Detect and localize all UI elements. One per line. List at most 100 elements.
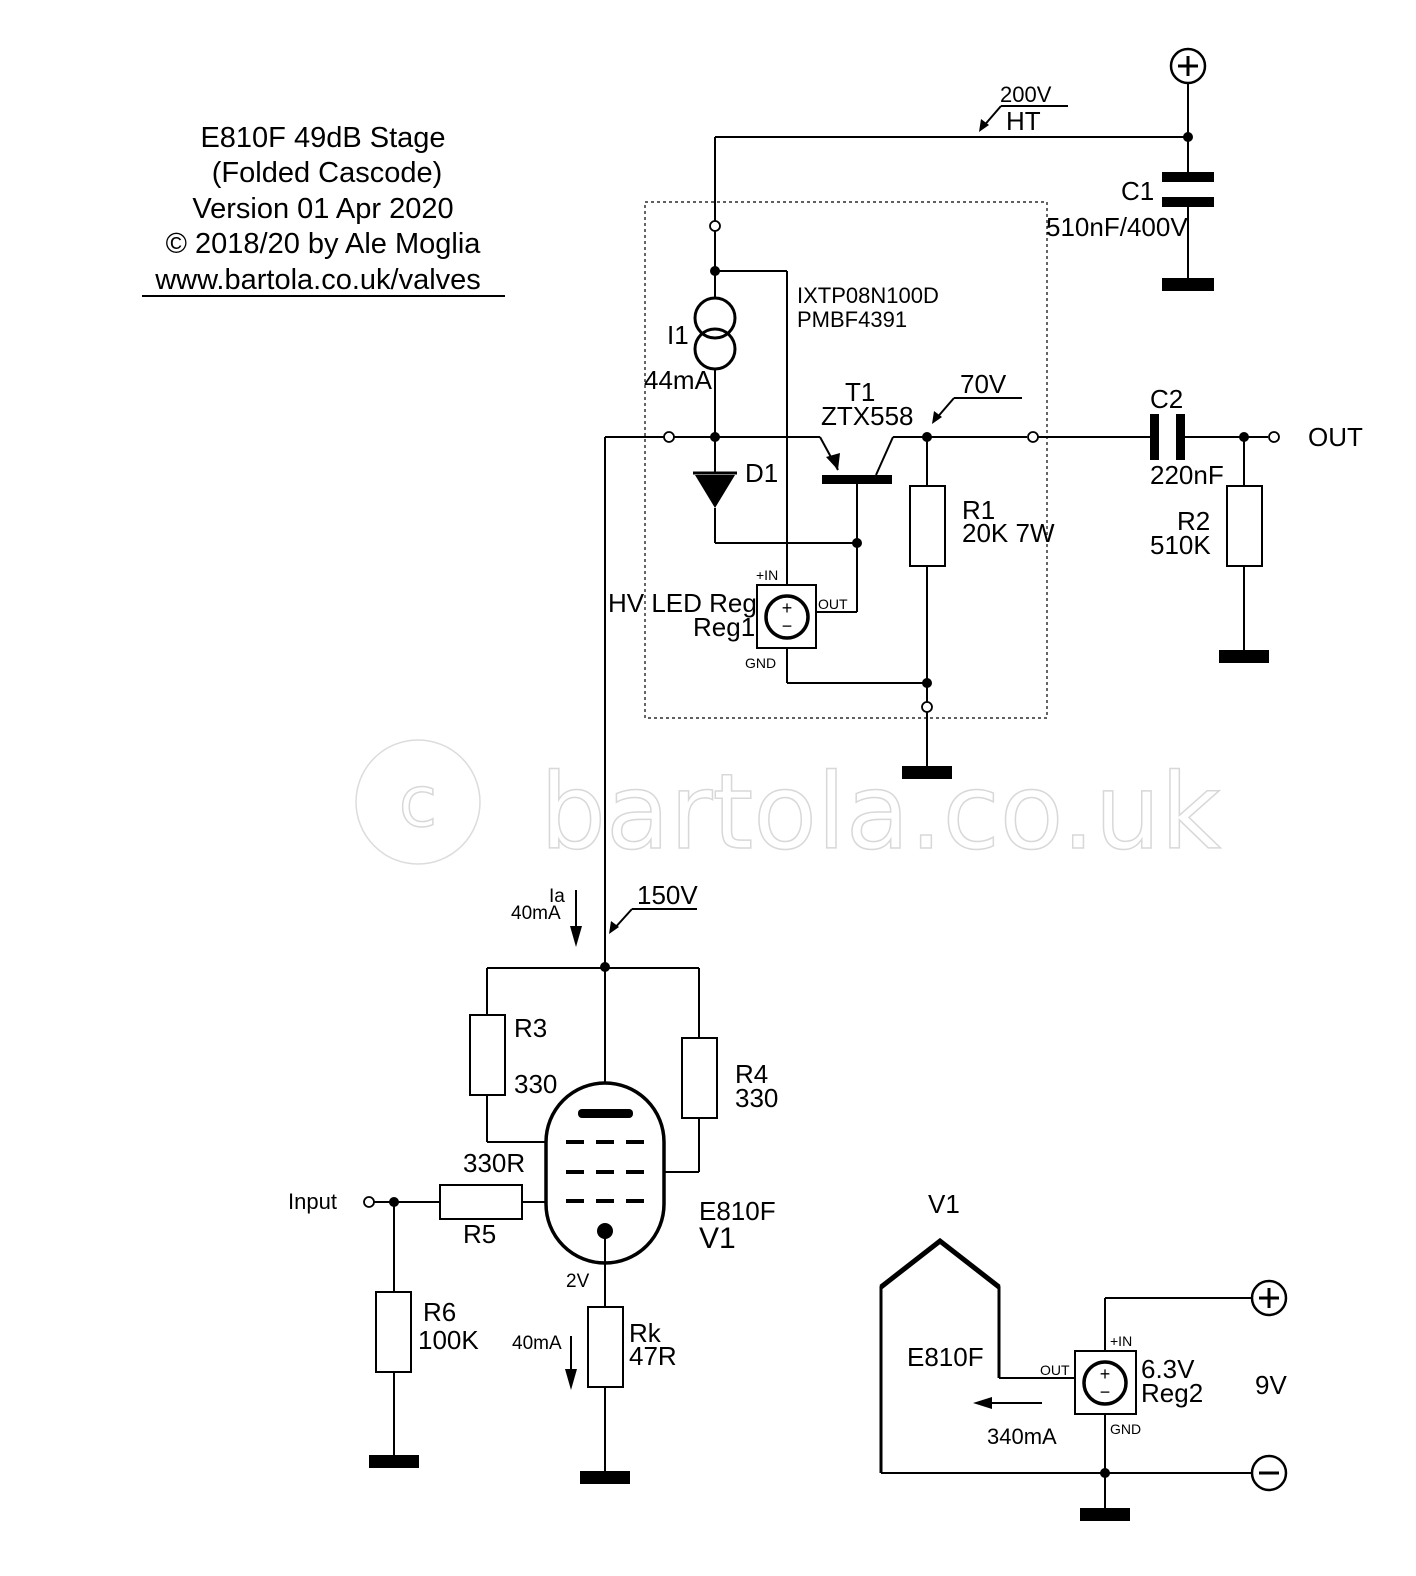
reg1-pin-gnd: GND xyxy=(745,655,776,671)
ht-node xyxy=(1183,132,1193,142)
r6-value: 100K xyxy=(418,1325,479,1355)
title-line-1: E810F 49dB Stage xyxy=(200,122,445,154)
anode-voltage-label: 150V xyxy=(637,880,698,910)
module-output-terminal xyxy=(1027,431,1039,443)
module-ground xyxy=(902,701,952,779)
module-ground-node xyxy=(922,678,932,688)
v1-type: E810F xyxy=(699,1196,776,1226)
d1-ref: D1 xyxy=(745,458,778,488)
c2-value: 220nF xyxy=(1150,460,1224,490)
ground-icon xyxy=(369,1455,419,1468)
ground-icon xyxy=(1162,278,1214,291)
watermark: c bartola.co.uk xyxy=(355,739,1222,874)
reg2-minus-icon: − xyxy=(1100,1382,1111,1402)
anode-node xyxy=(600,962,610,972)
ia-value: 40mA xyxy=(511,903,561,924)
module-input-terminal xyxy=(663,431,675,443)
r5-ref: R5 xyxy=(463,1219,496,1249)
heater-supply: V1 E810F 340mA + − +IN OUT GND 6.3V Reg2… xyxy=(879,1189,1287,1521)
ground-icon xyxy=(1219,650,1269,663)
r2-ref: R2 xyxy=(1177,506,1210,536)
module-ht-terminal xyxy=(709,220,721,232)
ik-value: 40mA xyxy=(512,1333,562,1354)
reg2-pin-gnd: GND xyxy=(1110,1421,1141,1437)
r4-ref: R4 xyxy=(735,1059,768,1089)
reg1-pin-in: +IN xyxy=(756,567,778,583)
input-terminal[interactable] xyxy=(363,1196,375,1208)
r2-value: 510K xyxy=(1150,530,1211,560)
ia-label: Ia xyxy=(549,886,565,907)
cathode-voltage-label: 2V xyxy=(566,1271,590,1292)
rk-ref: Rk xyxy=(629,1318,662,1348)
reg2-value: 6.3V xyxy=(1141,1354,1195,1384)
heater-current-value: 340mA xyxy=(987,1424,1057,1449)
ground-icon xyxy=(1080,1508,1130,1521)
i1-part-2: PMBF4391 xyxy=(797,307,907,332)
output-terminal[interactable] xyxy=(1268,431,1280,443)
rk-value: 47R xyxy=(629,1341,677,1371)
reg1-minus-icon: − xyxy=(782,616,793,636)
ht-voltage-label: 200V xyxy=(1000,82,1052,107)
reg1-plus-icon: + xyxy=(782,598,793,618)
valve-v1: E810F V1 xyxy=(544,1081,776,1307)
reg2-pin-out: OUT xyxy=(1040,1362,1070,1378)
watermark-text: bartola.co.uk xyxy=(540,751,1221,873)
r3-value: 330 xyxy=(514,1069,557,1099)
transistor-t1: T1 ZTX558 xyxy=(817,377,1027,613)
i1-part-1: IXTP08N100D xyxy=(797,283,939,308)
title-line-5: www.bartola.co.uk/valves xyxy=(154,264,481,296)
heater-valve-type: E810F xyxy=(907,1342,984,1372)
i1-value: 44mA xyxy=(644,365,713,395)
c2-ref: C2 xyxy=(1150,384,1183,414)
r1-ref: R1 xyxy=(962,495,995,525)
r4-value: 330 xyxy=(735,1083,778,1113)
c1-value: 510nF/400V xyxy=(1046,212,1188,242)
capacitor-c1: C1 510nF/400V xyxy=(1046,172,1214,291)
heater-current-arrow-icon xyxy=(973,1397,992,1409)
r5-value: 330R xyxy=(463,1148,525,1178)
v1-ref: V1 xyxy=(699,1222,736,1255)
reg2-pin-in: +IN xyxy=(1110,1333,1132,1349)
ht-label: HT xyxy=(1006,106,1041,136)
heater-ground-node xyxy=(1100,1468,1110,1478)
reg1-pin-out: OUT xyxy=(818,596,848,612)
r3-ref: R3 xyxy=(514,1013,547,1043)
resistor-r1: R1 20K 7W xyxy=(909,432,1055,704)
r1-value: 20K 7W xyxy=(962,518,1055,548)
output-section: OUT C2 220nF R2 510K xyxy=(1027,384,1363,663)
r6-ref: R6 xyxy=(423,1297,456,1327)
anode-network: R3 330 R4 330 xyxy=(469,962,778,1173)
c1-ref: C1 xyxy=(1121,176,1154,206)
title-line-2: (Folded Cascode) xyxy=(212,157,443,189)
title-block: E810F 49dB Stage (Folded Cascode) Versio… xyxy=(142,122,505,297)
t1-value: ZTX558 xyxy=(821,401,914,431)
ground-icon xyxy=(580,1471,630,1484)
ht-rail: 200V HT xyxy=(714,47,1207,222)
out-voltage-arrow-icon xyxy=(932,411,942,424)
reg1-name: HV LED Reg xyxy=(608,588,757,618)
heater-supply-voltage: 9V xyxy=(1255,1370,1287,1400)
ground-icon xyxy=(902,766,952,779)
diode-d1: D1 xyxy=(693,437,857,544)
regulator-reg1: + − +IN OUT GND HV LED Reg Reg1 xyxy=(608,567,932,688)
cathode-network: 2V Rk 47R 40mA xyxy=(512,1271,677,1484)
out-voltage-annotation: 70V xyxy=(932,369,1022,424)
t1-base-node xyxy=(852,538,862,548)
anode-voltage-arrow-icon xyxy=(609,921,619,934)
i1-ref: I1 xyxy=(667,320,689,350)
title-line-4: © 2018/20 by Ale Moglia xyxy=(166,228,482,260)
input-label: Input xyxy=(288,1189,337,1214)
reg1-ref: Reg1 xyxy=(693,612,755,642)
current-source-i1: I1 44mA IXTP08N100D PMBF4391 xyxy=(644,231,939,437)
reg2-plus-icon: + xyxy=(1100,1364,1111,1384)
t1-ref: T1 xyxy=(845,377,875,407)
input-network: Input 330R R5 R6 100K xyxy=(288,1148,547,1468)
anode-annotations: Ia 40mA 150V xyxy=(511,880,698,947)
heater-valve-ref: V1 xyxy=(928,1189,960,1219)
output-label: OUT xyxy=(1308,422,1363,452)
module-ground-terminal xyxy=(921,701,933,713)
ik-arrow-icon xyxy=(565,1369,577,1390)
ht-voltage-arrow-icon xyxy=(979,119,989,132)
out-voltage-label: 70V xyxy=(960,369,1007,399)
